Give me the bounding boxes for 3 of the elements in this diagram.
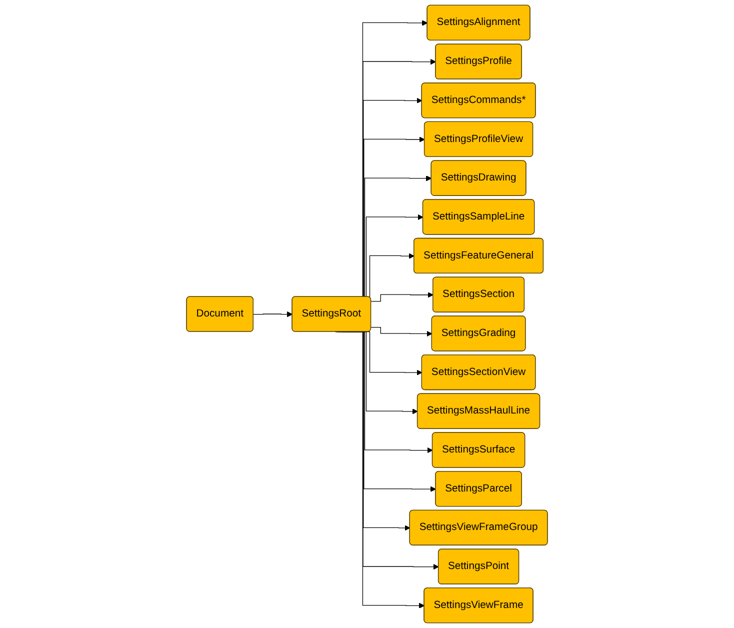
- arrow: [253, 311, 293, 318]
- arrow: [370, 327, 432, 337]
- arrow: [370, 292, 434, 302]
